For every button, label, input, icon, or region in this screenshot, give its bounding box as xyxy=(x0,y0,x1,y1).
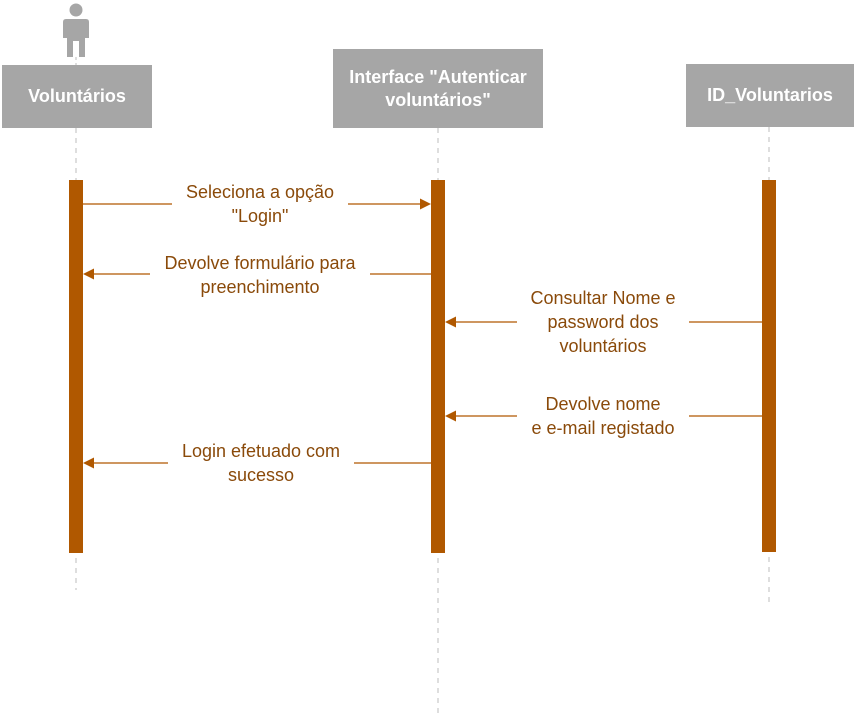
message-arrowhead-2 xyxy=(83,268,94,280)
message-label-2: Devolve formulário para preenchimento xyxy=(150,251,370,299)
activation-bar-voluntarios xyxy=(69,180,83,553)
message-label-3: Consultar Nome e password dos voluntário… xyxy=(517,286,689,358)
message-arrowhead-3 xyxy=(445,316,456,328)
message-arrowhead-5 xyxy=(83,457,94,469)
activation-bar-id_voluntarios xyxy=(762,180,776,552)
message-arrowhead-4 xyxy=(445,410,456,422)
activation-bar-interface xyxy=(431,180,445,553)
participant-voluntarios: Voluntários xyxy=(2,65,152,128)
message-label-5: Login efetuado com sucesso xyxy=(168,439,354,487)
message-label-4: Devolve nome e e-mail registado xyxy=(517,392,689,440)
message-arrowhead-1 xyxy=(420,198,431,210)
person-icon xyxy=(63,3,89,57)
participant-id-voluntarios: ID_Voluntarios xyxy=(686,64,854,127)
message-label-1: Seleciona a opção "Login" xyxy=(172,180,348,228)
participant-interface-autenticar: Interface "Autenticar voluntários" xyxy=(333,49,543,128)
